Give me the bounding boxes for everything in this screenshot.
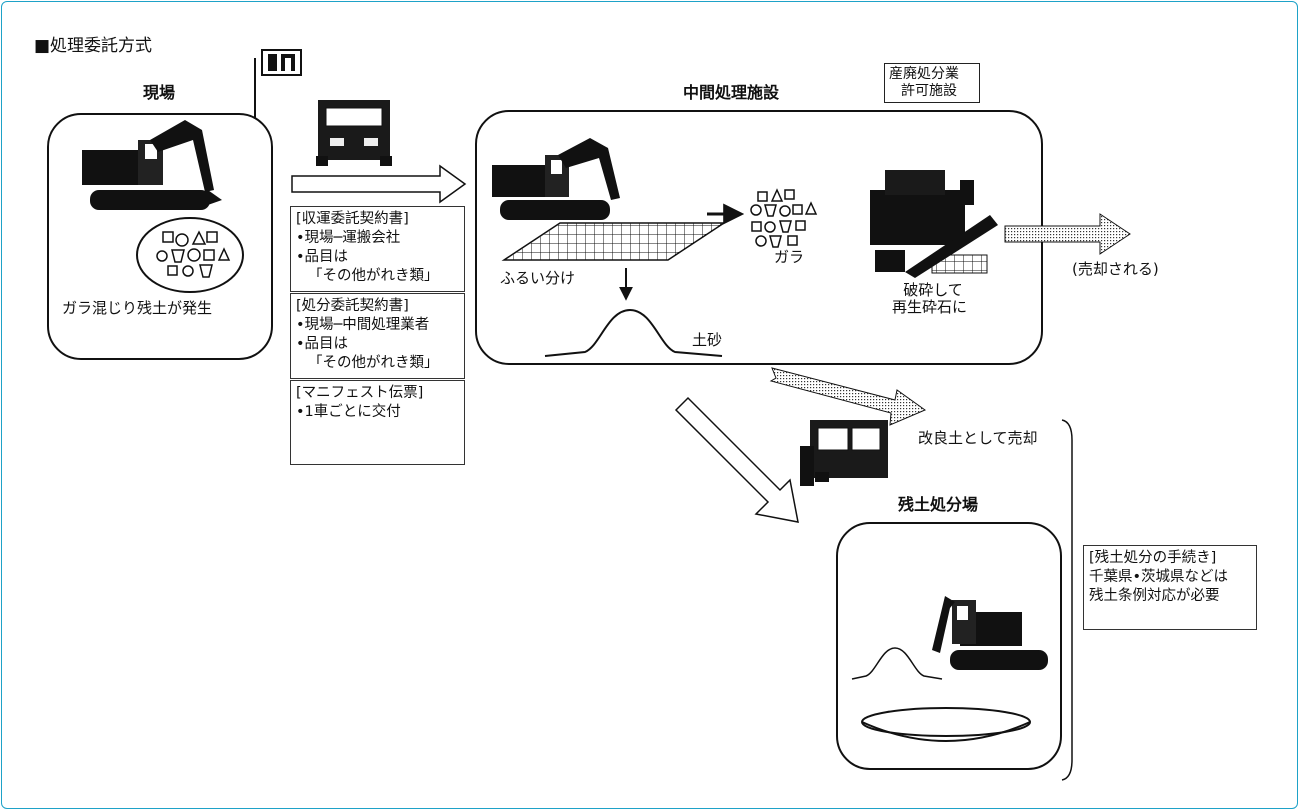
crush-line-1: 破砕して	[903, 281, 963, 299]
rubble-label: ガラ	[774, 248, 805, 266]
landfill-mound-icon	[851, 647, 943, 680]
soil-mound-icon	[544, 308, 723, 357]
site-label: 現場	[143, 83, 176, 102]
sold-label: (売却される)	[1072, 260, 1159, 278]
sieve-label: ふるい分け	[500, 269, 576, 287]
procedure-box: [残土処分の手続き] 千葉県•茨城県などは 残土条例対応が必要	[1083, 545, 1257, 630]
crush-label: 破砕して 再生砕石に	[892, 281, 968, 317]
transport-contract-box: [収運委託契約書] •現場─運搬会社 •品目は 「その他がれき類」	[290, 206, 465, 292]
transport-contract-line: 「その他がれき類」	[308, 268, 439, 284]
procedure-line: 残土条例対応が必要	[1089, 588, 1220, 604]
site-excavator-icon	[82, 120, 222, 210]
flag-icon	[254, 49, 302, 118]
procedure-heading: [残土処分の手続き]	[1089, 550, 1217, 566]
sieve-icon	[501, 222, 727, 261]
manifest-box: [マニフェスト伝票] •1車ごとに交付	[290, 380, 465, 465]
procedure-line: 千葉県•茨城県などは	[1089, 569, 1229, 585]
sold-arrow	[1004, 213, 1131, 255]
rubble-soil-icon	[136, 217, 244, 293]
improved-soil-arrow	[769, 367, 927, 426]
crusher-icon	[870, 170, 998, 278]
disposal-contract-line: •品目は	[296, 336, 349, 352]
crush-line-2: 再生砕石に	[892, 298, 968, 317]
disposal-contract-line: •現場─中間処理業者	[296, 317, 430, 333]
soil-label: 土砂	[692, 331, 723, 349]
facility-label: 中間処理施設	[683, 83, 780, 102]
site-caption: ガラ混じり残土が発生	[62, 299, 213, 317]
permit-line-2: 許可施設	[901, 83, 957, 99]
permit-line-1: 産廃処分業	[889, 66, 959, 82]
to-landfill-arrow	[674, 396, 799, 523]
permit-box: 産廃処分業 許可施設	[884, 63, 980, 103]
rubble-icon	[750, 188, 818, 248]
disposal-contract-box: [処分委託契約書] •現場─中間処理業者 •品目は 「その他がれき類」	[290, 293, 465, 379]
transport-contract-line: •品目は	[296, 249, 349, 265]
manifest-heading: [マニフェスト伝票]	[296, 385, 424, 401]
diagram-title: ■処理委託方式	[34, 36, 153, 56]
landfill-label: 残土処分場	[898, 495, 979, 514]
procedure-bracket	[1061, 419, 1073, 781]
transport-arrow	[291, 164, 467, 204]
disposal-contract-heading: [処分委託契約書]	[296, 298, 409, 314]
landfill-truck-icon	[800, 420, 888, 486]
facility-excavator-icon	[492, 138, 620, 220]
landfill-pit-icon	[861, 707, 1031, 742]
transport-contract-line: •現場─運搬会社	[296, 230, 401, 246]
dump-truck-icon	[316, 100, 392, 166]
transport-contract-heading: [収運委託契約書]	[296, 211, 409, 227]
disposal-contract-line: 「その他がれき類」	[308, 355, 439, 371]
manifest-line: •1車ごとに交付	[296, 404, 401, 420]
landfill-excavator-icon	[932, 596, 1048, 670]
improved-soil-label: 改良土として売却	[918, 429, 1038, 447]
